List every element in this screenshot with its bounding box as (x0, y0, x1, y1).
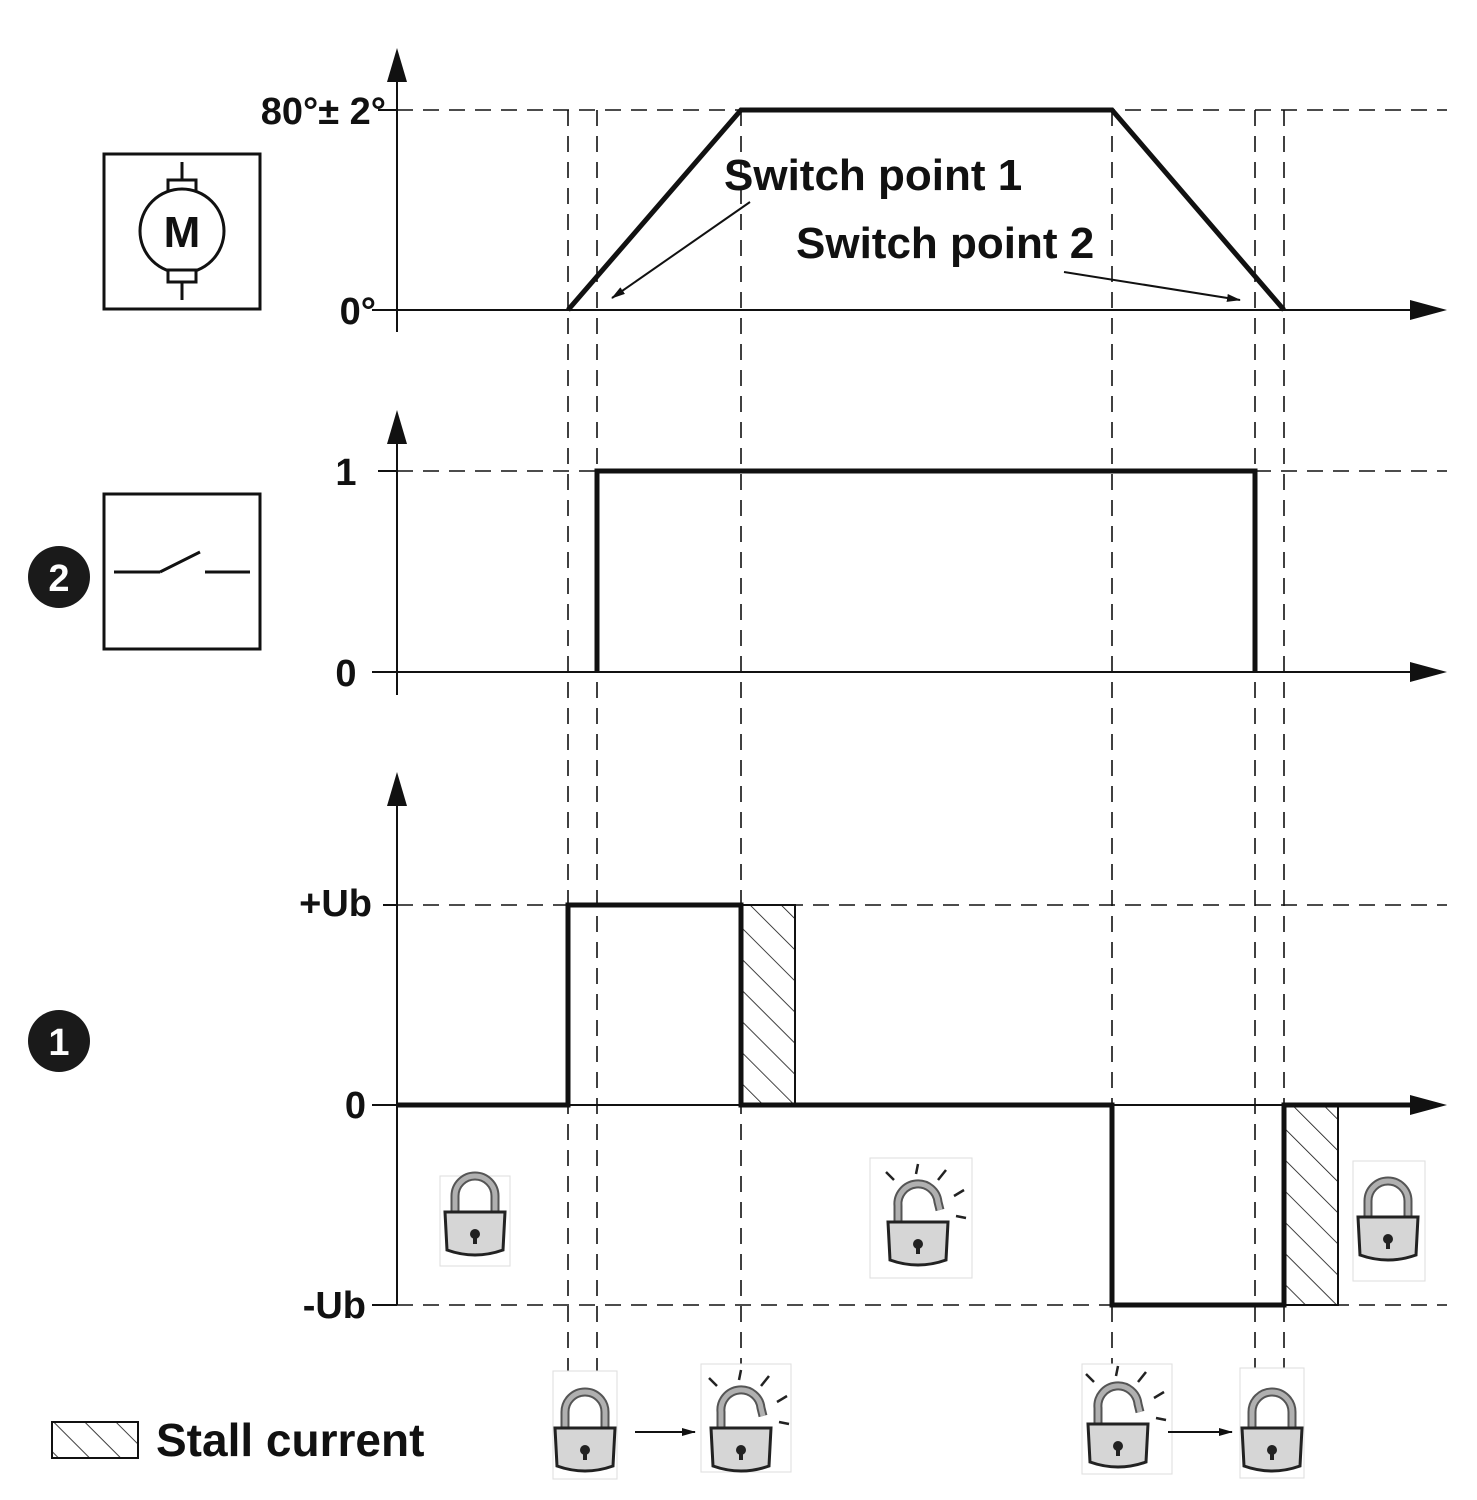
switch-trace (594, 468, 1258, 672)
motor-icon: M (102, 152, 262, 311)
angle-x-arrow (1410, 300, 1447, 320)
transition-unlock-to-lock (1081, 1364, 1304, 1479)
angle-max-label: 80°± 2° (261, 91, 386, 133)
voltage-minus-label: -Ub (303, 1285, 366, 1327)
legend-label: Stall current (156, 1414, 424, 1466)
lock-closed-icon (1240, 1367, 1304, 1479)
switch-x-arrow (1410, 662, 1447, 682)
voltage-y-arrow (387, 772, 407, 806)
transition-lock-to-unlock (553, 1363, 791, 1480)
voltage-zero-label: 0 (345, 1085, 366, 1127)
vertical-guides (567, 110, 1285, 1375)
angle-y-arrow (387, 48, 407, 82)
badge-1 (28, 1010, 90, 1072)
badge-2-number: 2 (48, 558, 69, 600)
badge-2 (28, 546, 90, 608)
switch-point-2-arrow (1063, 271, 1241, 302)
switch-point-1-label: Switch point 1 (724, 151, 1022, 200)
stall-current-region-2 (1283, 1104, 1339, 1306)
voltage-trace (397, 902, 1415, 1308)
switch-icon (102, 492, 262, 651)
switch-point-1-arrow (611, 201, 751, 299)
switch-low-label: 0 (335, 653, 356, 695)
motor-letter: M (164, 208, 201, 257)
angle-panel: 80°± 2° 0° Switch point 1 Switch point 2… (102, 48, 1447, 333)
angle-trace (566, 107, 1286, 312)
lock-closed-icon (439, 1176, 511, 1267)
badge-1-number: 1 (48, 1022, 69, 1064)
lock-closed-icon (553, 1370, 617, 1480)
switch-panel: 1 0 2 (28, 410, 1447, 695)
voltage-plus-label: +Ub (299, 883, 372, 925)
angle-zero-label: 0° (340, 291, 376, 333)
legend: Stall current (51, 1414, 424, 1466)
switch-y-arrow (387, 410, 407, 444)
switch-high-label: 1 (335, 452, 356, 494)
lock-closed-icon (1352, 1160, 1426, 1282)
stall-current-region-1 (740, 904, 796, 1106)
voltage-x-arrow (1410, 1095, 1447, 1115)
lock-open-icon (1081, 1364, 1173, 1475)
lock-open-icon (869, 1157, 973, 1279)
voltage-panel: +Ub 0 -Ub 1 (28, 772, 1447, 1327)
switch-point-2-label: Switch point 2 (796, 219, 1094, 268)
legend-hatch-swatch (51, 1421, 139, 1459)
lock-open-icon (700, 1363, 791, 1472)
